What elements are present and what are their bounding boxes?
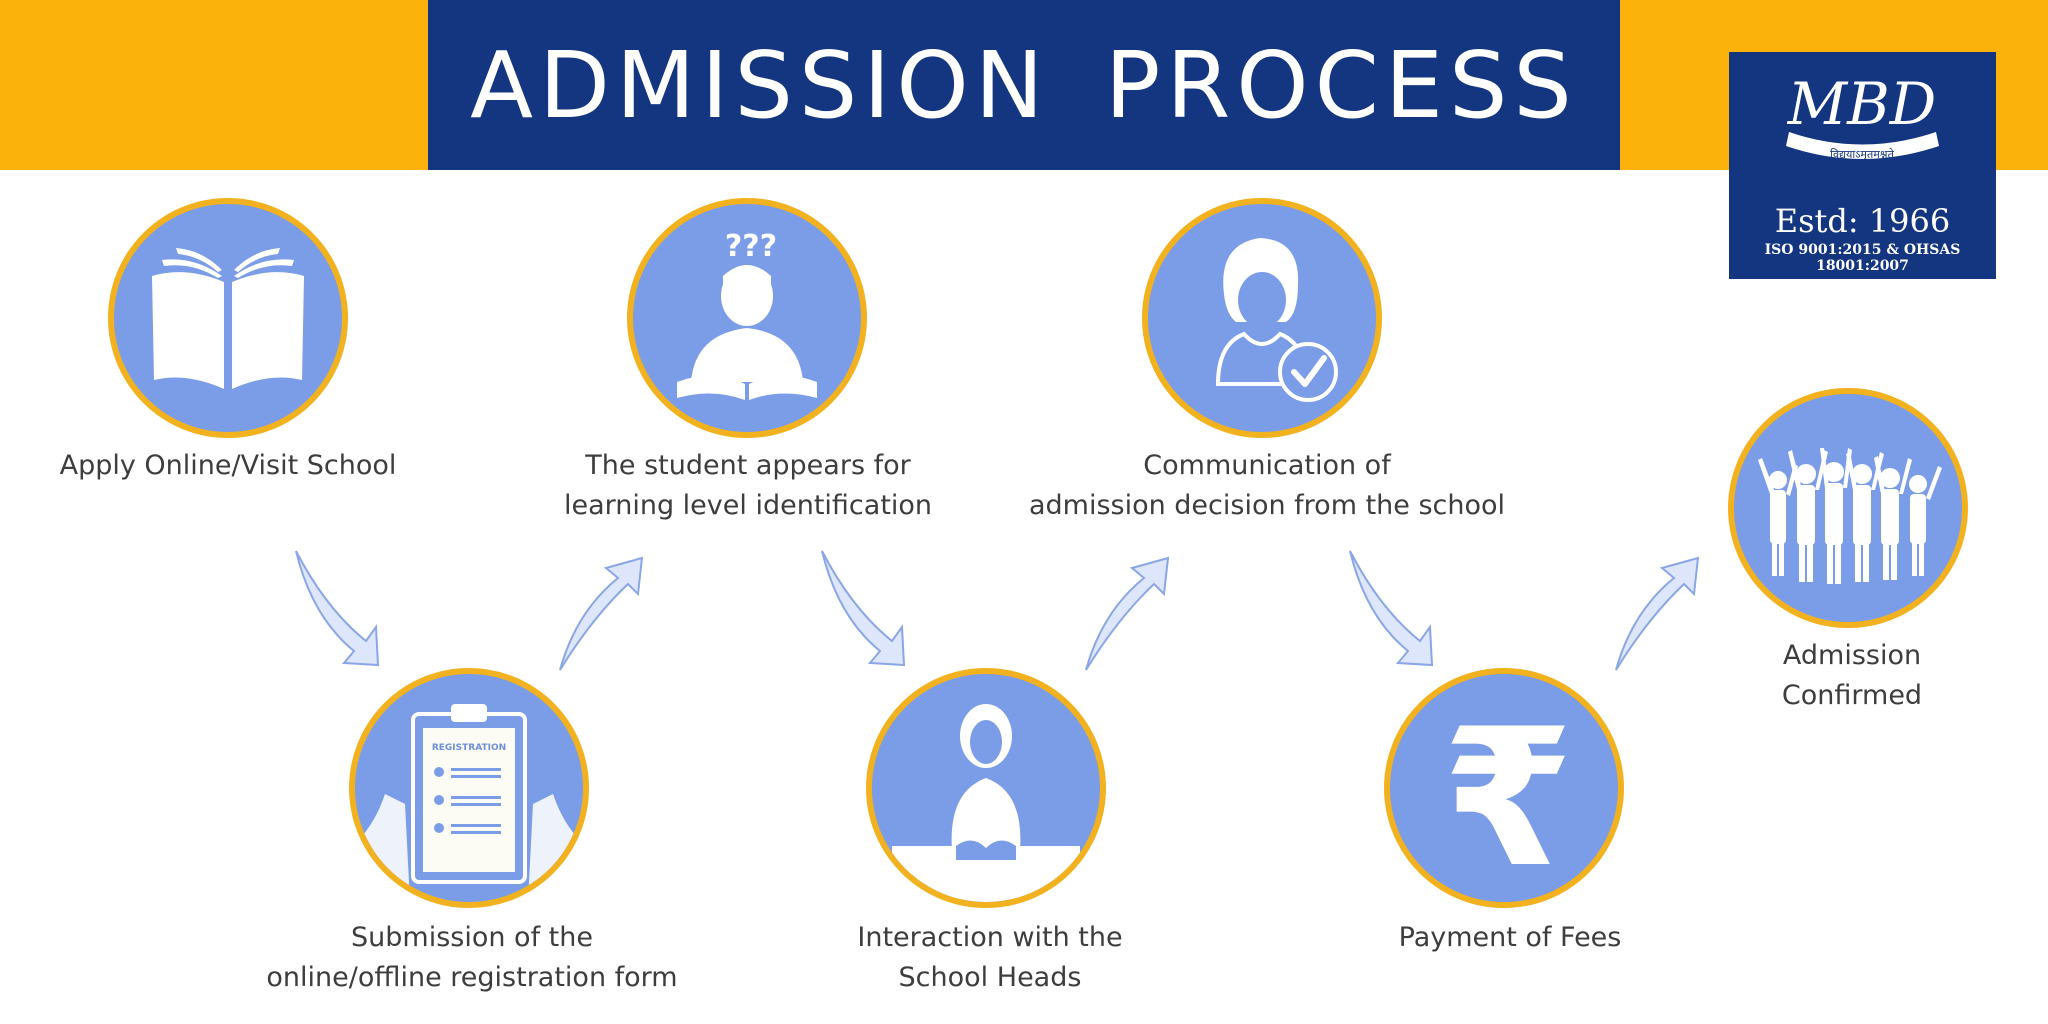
arrow-up-icon (1615, 556, 1700, 671)
registration-clipboard-icon: REGISTRATION (355, 704, 583, 902)
header-band-left (0, 0, 428, 170)
school-emblem: MBD विद्ययाऽमृतमश्नुते (1786, 70, 1939, 161)
step-apply-circle (108, 198, 348, 438)
svg-text:MBD: MBD (1787, 70, 1937, 138)
step-confirmed-circle (1728, 388, 1968, 628)
step-assessment-circle: ??? (627, 198, 867, 438)
step-registration-label: Submission of the online/offline registr… (222, 918, 722, 998)
step-assessment-label: The student appears for learning level i… (528, 446, 968, 526)
rupee-icon: ₹ (1442, 688, 1574, 902)
step-interaction-circle (866, 668, 1106, 908)
svg-text:???: ??? (725, 229, 777, 264)
step-confirmed-line1: Admission (1782, 640, 1922, 671)
arrow-up-icon (559, 556, 644, 671)
step-fees-line1: Payment of Fees (1398, 922, 1622, 953)
step-interaction-line2: School Heads (898, 962, 1082, 993)
person-checkmark-icon (1215, 238, 1338, 402)
children-celebrating-icon (1758, 448, 1942, 584)
step-confirmed-line2: Confirmed (1781, 680, 1923, 711)
step-apply-label: Apply Online/Visit School (28, 446, 428, 486)
logo-established: Estd: 1966 (1774, 202, 1951, 240)
step-registration-line1: Submission of the (351, 922, 593, 953)
school-head-icon (892, 704, 1080, 902)
step-communication-line1: Communication of (1143, 450, 1391, 481)
step-registration-circle: REGISTRATION (349, 668, 589, 908)
step-communication-circle (1142, 198, 1382, 438)
student-reading-icon: ??? (677, 229, 817, 400)
step-communication-line2: admission decision from the school (1028, 490, 1506, 521)
svg-text:विद्ययाऽमृतमश्नुते: विद्ययाऽमृतमश्नुते (1830, 148, 1894, 161)
arrow-down-icon (821, 550, 906, 667)
step-confirmed-label: Admission Confirmed (1652, 636, 2048, 716)
step-interaction-line1: Interaction with the (857, 922, 1123, 953)
logo-iso: ISO 9001:2015 & OHSAS 18001:2007 (1764, 242, 1961, 274)
arrow-down-icon (1349, 550, 1434, 667)
page-title: ADMISSION PROCESS (470, 31, 1578, 139)
step-assessment-line1: The student appears for (585, 450, 911, 481)
arrow-up-icon (1085, 556, 1170, 671)
step-communication-label: Communication of admission decision from… (1012, 446, 1522, 526)
step-apply-line1: Apply Online/Visit School (59, 450, 397, 481)
title-banner: ADMISSION PROCESS (428, 0, 1620, 170)
step-registration-line2: online/offline registration form (266, 962, 678, 993)
svg-text:₹: ₹ (1442, 688, 1574, 902)
arrow-down-icon (295, 550, 380, 667)
school-logo: MBD विद्ययाऽमृतमश्नुते Estd: 1966 ISO 90… (1729, 52, 1996, 279)
step-fees-label: Payment of Fees (1310, 918, 1710, 958)
step-interaction-label: Interaction with the School Heads (770, 918, 1210, 998)
step-assessment-line2: learning level identification (563, 490, 933, 521)
svg-text:REGISTRATION: REGISTRATION (432, 743, 506, 753)
open-book-icon (152, 248, 304, 389)
step-fees-circle: ₹ (1384, 668, 1624, 908)
